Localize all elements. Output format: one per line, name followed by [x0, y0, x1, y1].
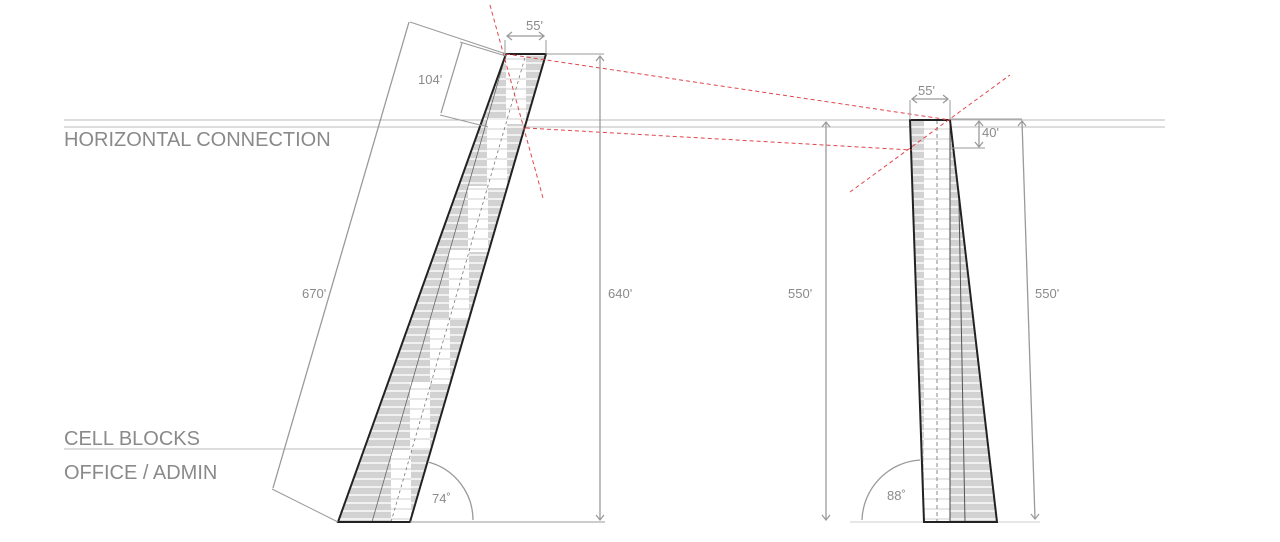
- office-admin-label: OFFICE / ADMIN: [64, 462, 217, 484]
- right-right-height-label: 550': [1035, 286, 1059, 301]
- horizontal-connection-label: HORIZONTAL CONNECTION: [64, 129, 331, 151]
- right-offset-height-label: 40': [982, 125, 999, 140]
- left-offset-height-label: 104': [418, 72, 442, 87]
- construction-lines: [489, 4, 1011, 199]
- right-dimensions: [821, 94, 1040, 522]
- left-angle-label: 74˚: [432, 491, 451, 506]
- left-dimensions: [271, 21, 605, 523]
- left-slant-length-label: 670': [302, 286, 326, 301]
- right-tower-outline: [908, 119, 999, 523]
- cell-blocks-label: CELL BLOCKS: [64, 428, 200, 450]
- left-height-label: 640': [608, 286, 632, 301]
- horizontal-connection-lines: [64, 119, 1165, 128]
- right-angle-label: 88˚: [887, 488, 906, 503]
- left-top-width-label: 55': [526, 18, 543, 33]
- right-left-height-label: 550': [788, 286, 812, 301]
- right-top-width-label: 55': [918, 83, 935, 98]
